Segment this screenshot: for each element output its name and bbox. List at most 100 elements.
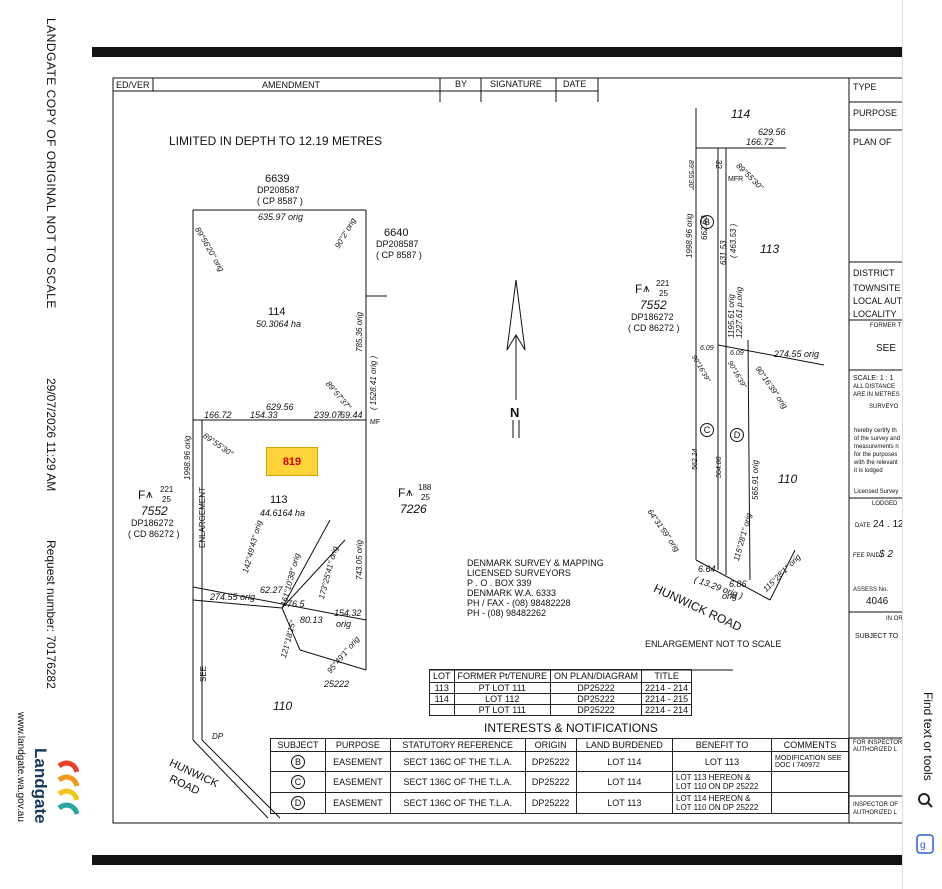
cd-86272-right: ( CD 86272 ) — [628, 323, 680, 333]
lot-6639-dp: DP208587 — [257, 185, 300, 195]
area-113: 44.6164 ha — [260, 508, 306, 518]
easement-c-marker: C — [700, 423, 714, 437]
rdim-1998-96: 1998.96 orig — [685, 213, 694, 258]
ref-f-left-sub: 25 — [162, 495, 171, 504]
tb-locality: LOCALITY — [853, 309, 897, 319]
tb-for-inspector: FOR INSPECTOR — [853, 740, 903, 746]
notif-header: STATUTORY REFERENCE — [389, 738, 526, 752]
area-114: 50.3064 ha — [256, 319, 302, 329]
tb-plan-of: PLAN OF — [853, 137, 892, 147]
tb-metres: ARE IN METRES — [853, 392, 900, 398]
see-label: SEE — [199, 665, 208, 682]
ref-f-mid-sub: 25 — [421, 493, 430, 502]
tb-cert-2: measurements n — [854, 444, 899, 450]
rlabel-orig: orig — [722, 591, 738, 601]
tb-in: IN OR — [886, 616, 903, 622]
rdim-166-72: 166.72 — [746, 137, 774, 147]
header-amendment: AMENDMENT — [262, 80, 320, 90]
rdim-6-64: 6.64 — [698, 564, 716, 574]
dp-label: DP — [212, 732, 224, 741]
lot-110-right: 110 — [778, 472, 798, 486]
lot-113: 113 — [270, 494, 288, 506]
header-by: BY — [455, 79, 468, 89]
find-text-tools-label[interactable]: Find text or tools — [921, 692, 935, 781]
notif-header: SUBJECT — [269, 738, 327, 752]
rdim-6-86: 6.86 — [729, 579, 747, 589]
tb-assess-value: 4046 — [866, 596, 889, 607]
interests-heading: INTERESTS & NOTIFICATIONS — [484, 721, 658, 735]
dim-635-97: 635.97 orig — [258, 212, 304, 222]
dp-186272-right: DP186272 — [631, 312, 674, 322]
lot-table-header: FORMER Pt/TENURE — [453, 669, 552, 683]
dim-76-5: 76.5 — [287, 599, 305, 609]
notif-header: LAND BURDENED — [575, 738, 674, 752]
dim-154-32: 154.32 — [334, 608, 362, 618]
rdim-274-55: 274.55 orig — [774, 349, 820, 359]
watermark-strip: LANDGATE COPY OF ORIGINAL NOT TO SCALE 2… — [0, 0, 80, 889]
rdim-1227-61: 1227.61 p.orig — [735, 286, 744, 338]
search-icon[interactable] — [917, 792, 933, 808]
surveyor-line-0: DENMARK SURVEY & MAPPING — [467, 558, 604, 568]
lot-6640-cp: ( CP 8587 ) — [376, 250, 422, 260]
mark-mfr: MFR — [728, 176, 744, 183]
tb-date-label: DATE — [855, 523, 871, 529]
lot-table-header: ON PLAN/DIAGRAM — [550, 669, 643, 683]
lot-tag-819[interactable]: 819 — [266, 447, 318, 476]
mark-mf: MF — [370, 419, 381, 426]
table-row: 113 PT LOT 111 DP25222 2214 - 214 — [429, 682, 693, 694]
tb-cert-3: for the purposes — [854, 452, 898, 458]
rbearing-1: 89°55'30" — [687, 160, 694, 190]
tb-licensed: Licensed Survey — [854, 489, 899, 495]
lot-6640-dp: DP208587 — [376, 239, 419, 249]
lot-table-header: LOT — [429, 669, 455, 683]
surveyor-line-3: DENMARK W.A. 6333 — [467, 588, 557, 598]
table-row: B EASEMENT SECT 136C OF THE T.L.A. DP252… — [269, 751, 849, 772]
header-date: DATE — [563, 79, 587, 89]
notif-header: PURPOSE — [325, 738, 391, 752]
ref-25222: 25222 — [324, 679, 350, 689]
lot-6639-cp: ( CP 8587 ) — [257, 196, 303, 206]
lot-6640: 6640 — [384, 227, 409, 239]
rdim-562-24: 562.24 — [692, 448, 699, 470]
dim-629-56: 629.56 — [266, 402, 294, 412]
tb-assess-label: ASSESS No. — [853, 587, 889, 593]
translate-icon[interactable]: g — [916, 834, 934, 854]
dim-166-72: 166.72 — [204, 410, 232, 420]
ref-f-mid: F — [398, 486, 406, 500]
notif-header: BENEFIT TO — [672, 738, 772, 752]
table-row: 114 LOT 112 DP25222 2214 - 215 — [429, 693, 693, 705]
rdim-631-53: 631.53 — [719, 240, 728, 265]
cd-86272-left: ( CD 86272 ) — [128, 529, 180, 539]
surveyor-line-4: PH / FAX - (08) 98482228 — [467, 598, 571, 608]
dim-1998-96: 1998.96 orig — [183, 435, 192, 480]
rdim-6-09: 6.09 — [700, 345, 714, 352]
ref-f-right-sup: 221 — [656, 279, 670, 288]
ref-f-left: F — [138, 488, 146, 502]
lot-7552-left: 7552 — [141, 504, 168, 518]
tb-date-value: 24 . 12 — [873, 519, 904, 530]
landgate-logo-icon — [57, 760, 79, 815]
notif-header: COMMENTS — [771, 738, 849, 752]
dim-62-27: 62.27 — [260, 585, 283, 595]
enlargement-label: ENLARGEMENT — [198, 487, 207, 548]
surveyor-line-2: P . O . BOX 339 — [467, 578, 532, 588]
dim-785-36: 785.36 orig — [355, 311, 364, 352]
tb-local-auth: LOCAL AUT — [853, 296, 903, 306]
tb-district: DISTRICT — [853, 268, 895, 278]
table-row: D EASEMENT SECT 136C OF THE T.L.A. DP252… — [269, 792, 849, 814]
rdim-565-91: 565.91 orig — [751, 459, 760, 500]
sheet-top-border — [92, 47, 902, 57]
lot-114: 114 — [268, 306, 286, 318]
tb-fee-value: $ 2 — [879, 549, 893, 560]
notifications-table: SUBJECT PURPOSE STATUTORY REFERENCE ORIG… — [269, 738, 849, 814]
rdim-32: 32 — [714, 160, 723, 169]
dim-80-13: 80.13 — [300, 615, 323, 625]
lot-7552-right: 7552 — [640, 298, 667, 312]
table-row: PT LOT 111 DP25222 2214 - 214 — [429, 704, 693, 716]
rdim-629-56: 629.56 — [758, 127, 786, 137]
tb-distances: ALL DISTANCE — [853, 384, 896, 390]
ref-f-right: F — [635, 282, 643, 296]
tb-purpose: PURPOSE — [853, 108, 898, 118]
viewer-tool-strip: Find text or tools g — [902, 0, 942, 889]
tb-lodged: LODGED — [872, 501, 898, 507]
